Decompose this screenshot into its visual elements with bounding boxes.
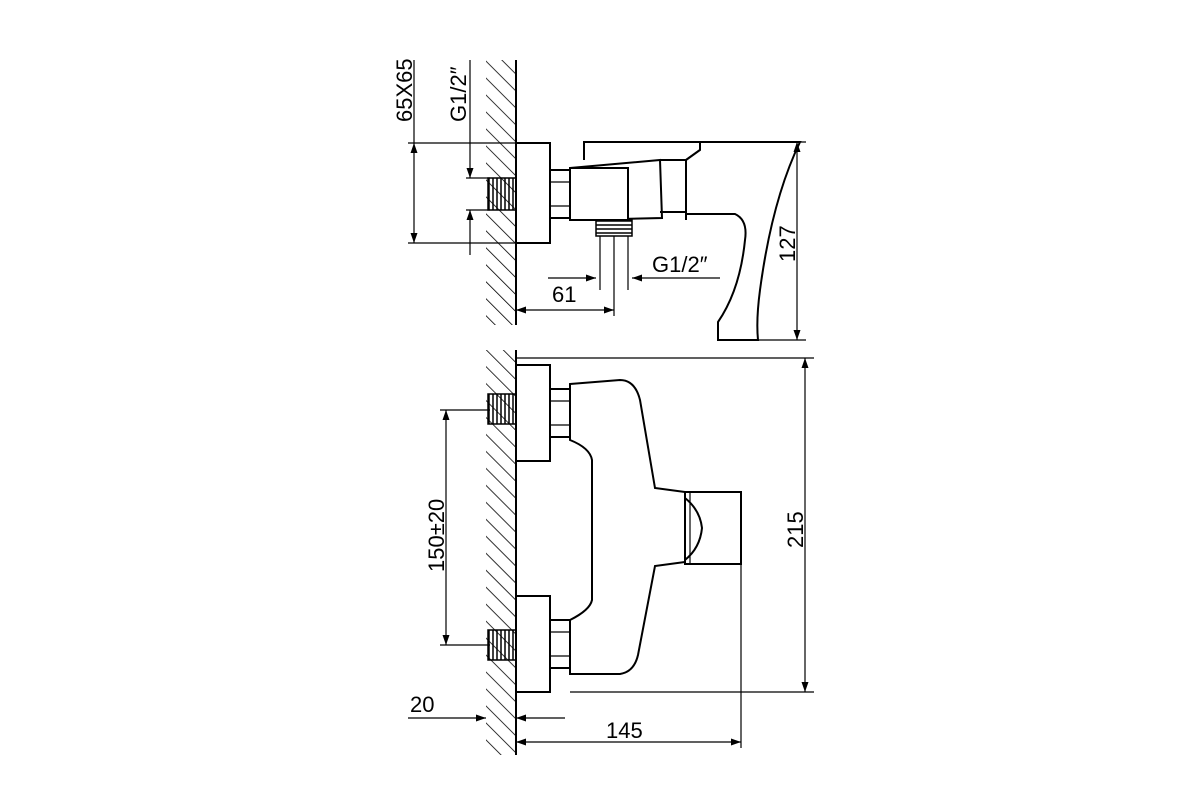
hex-nut-lower: [549, 619, 571, 669]
inlet-thread-top: [487, 177, 517, 211]
flange-lower: [515, 595, 551, 693]
dim-inlet-spacing-label: 150±20: [424, 499, 449, 572]
outlet-thread-top: [595, 219, 633, 237]
inlet-thread-lower: [487, 629, 517, 661]
dim-flange-label: 65X65: [392, 58, 417, 122]
top-view: 65X65 G1/2″ G1/2″ 61 127: [392, 58, 806, 341]
dim-outlet-offset-label: 61: [552, 282, 576, 307]
wall-flange-top: [515, 142, 551, 244]
dim-height-top-label: 127: [775, 225, 800, 262]
inlet-thread-upper: [487, 393, 517, 425]
flange-upper: [515, 364, 551, 462]
cartridge-front: [684, 491, 742, 565]
front-view: 150±20 215 20 145: [408, 350, 814, 755]
dim-wall-gap-label: 20: [410, 692, 434, 717]
dim-thread-outlet-label: G1/2″: [652, 252, 708, 277]
hex-nut-top: [549, 169, 571, 219]
dim-height-front-label: 215: [783, 511, 808, 548]
mixer-body-front: [569, 378, 686, 675]
dim-thread-inlet-label: G1/2″: [446, 66, 471, 122]
dim-depth-label: 145: [606, 718, 643, 743]
hex-nut-upper: [549, 388, 571, 438]
